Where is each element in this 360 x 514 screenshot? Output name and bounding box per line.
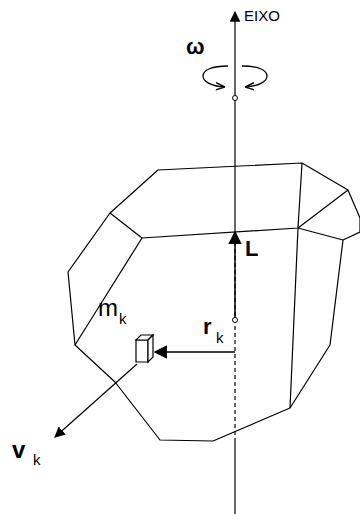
mass-element bbox=[136, 335, 153, 362]
axis-hidden bbox=[234, 228, 235, 441]
body-outline bbox=[68, 163, 360, 441]
subscript: k bbox=[119, 311, 127, 326]
velocity-vector bbox=[55, 364, 137, 437]
subscript: k bbox=[216, 330, 224, 345]
axis-point bbox=[233, 96, 238, 101]
origin-point bbox=[233, 318, 238, 323]
position-vector bbox=[155, 351, 235, 353]
axis-line bbox=[234, 12, 235, 228]
axis-line-lower bbox=[234, 441, 235, 514]
velocity-label: v bbox=[12, 438, 25, 462]
axis-label: EIXO bbox=[244, 8, 280, 23]
angular-velocity-label: ω bbox=[186, 36, 205, 58]
angular-momentum-vector bbox=[234, 232, 236, 320]
rotation-symbol bbox=[203, 66, 267, 87]
angular-momentum-label: L bbox=[245, 238, 258, 260]
subscript: k bbox=[33, 452, 41, 467]
mass-label: m bbox=[98, 296, 118, 320]
position-label: r bbox=[203, 316, 212, 338]
